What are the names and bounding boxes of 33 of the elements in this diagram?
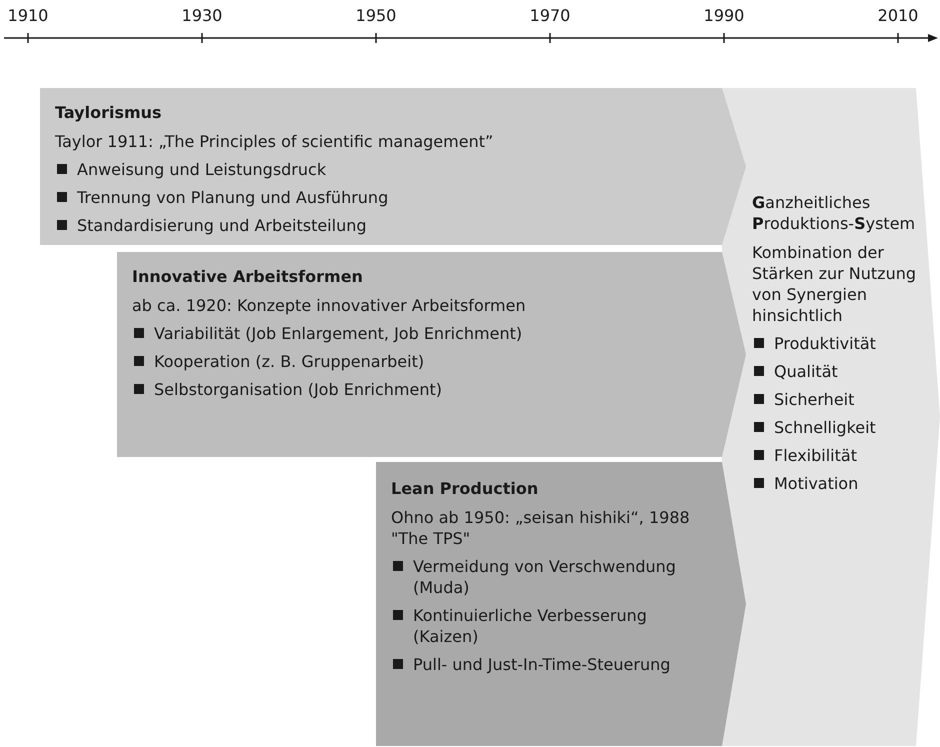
heading: Taylorismus	[55, 102, 163, 123]
bullet-item: Kontinuierliche Verbesserung (Kaizen)	[391, 605, 711, 647]
result-arrow-band	[722, 88, 940, 746]
bullet-item: Flexibilität	[752, 445, 922, 466]
bullet-item: Produktivität	[752, 333, 922, 354]
heading: Lean Production	[391, 478, 540, 499]
period-arrow-band	[117, 252, 746, 457]
bullet-item: Standardisierung und Arbeitsteilung	[55, 215, 715, 236]
year-label: 1990	[704, 6, 744, 25]
year-label: 1910	[8, 6, 48, 25]
bullet-item: Motivation	[752, 473, 922, 494]
description-text: Kombination der Stärken zur Nutzung von Synergien hinsichtlich	[752, 242, 917, 326]
bullet-item: Qualität	[752, 361, 922, 382]
period-arrow-band	[376, 462, 746, 746]
year-label: 1970	[530, 6, 570, 25]
bullet-item: Sicherheit	[752, 389, 922, 410]
bullet-item: Trennung von Planung und Ausführung	[55, 187, 715, 208]
bullet-item: Anweisung und Leistungsdruck	[55, 159, 715, 180]
year-label: 2010	[878, 6, 918, 25]
bullet-item: Schnelligkeit	[752, 417, 922, 438]
description-text: ab ca. 1920: Konzepte innovativer Arbeitsformen	[132, 295, 527, 316]
bullet-item: Vermeidung von Verschwendung (Muda)	[391, 556, 711, 598]
bullet-item: Selbstorganisation (Job Enrichment)	[132, 379, 712, 400]
heading: Innovative Arbeitsformen	[132, 266, 364, 287]
description-text: Taylor 1911: „The Principles of scientific management”	[55, 131, 494, 152]
bullet-item: Pull- und Just-In-Time-Steuerung	[391, 654, 711, 675]
year-label: 1950	[356, 6, 396, 25]
bullet-item: Kooperation (z. B. Gruppenarbeit)	[132, 351, 712, 372]
bullet-item: Variabilität (Job Enlargement, Job Enrichment)	[132, 323, 712, 344]
year-label: 1930	[182, 6, 222, 25]
heading: Ganzheitliches Produktions-System	[752, 192, 916, 234]
period-arrow-band	[40, 88, 746, 245]
description-text: Ohno ab 1950: „seisan hishiki“, 1988 "The TPS"	[391, 507, 691, 549]
